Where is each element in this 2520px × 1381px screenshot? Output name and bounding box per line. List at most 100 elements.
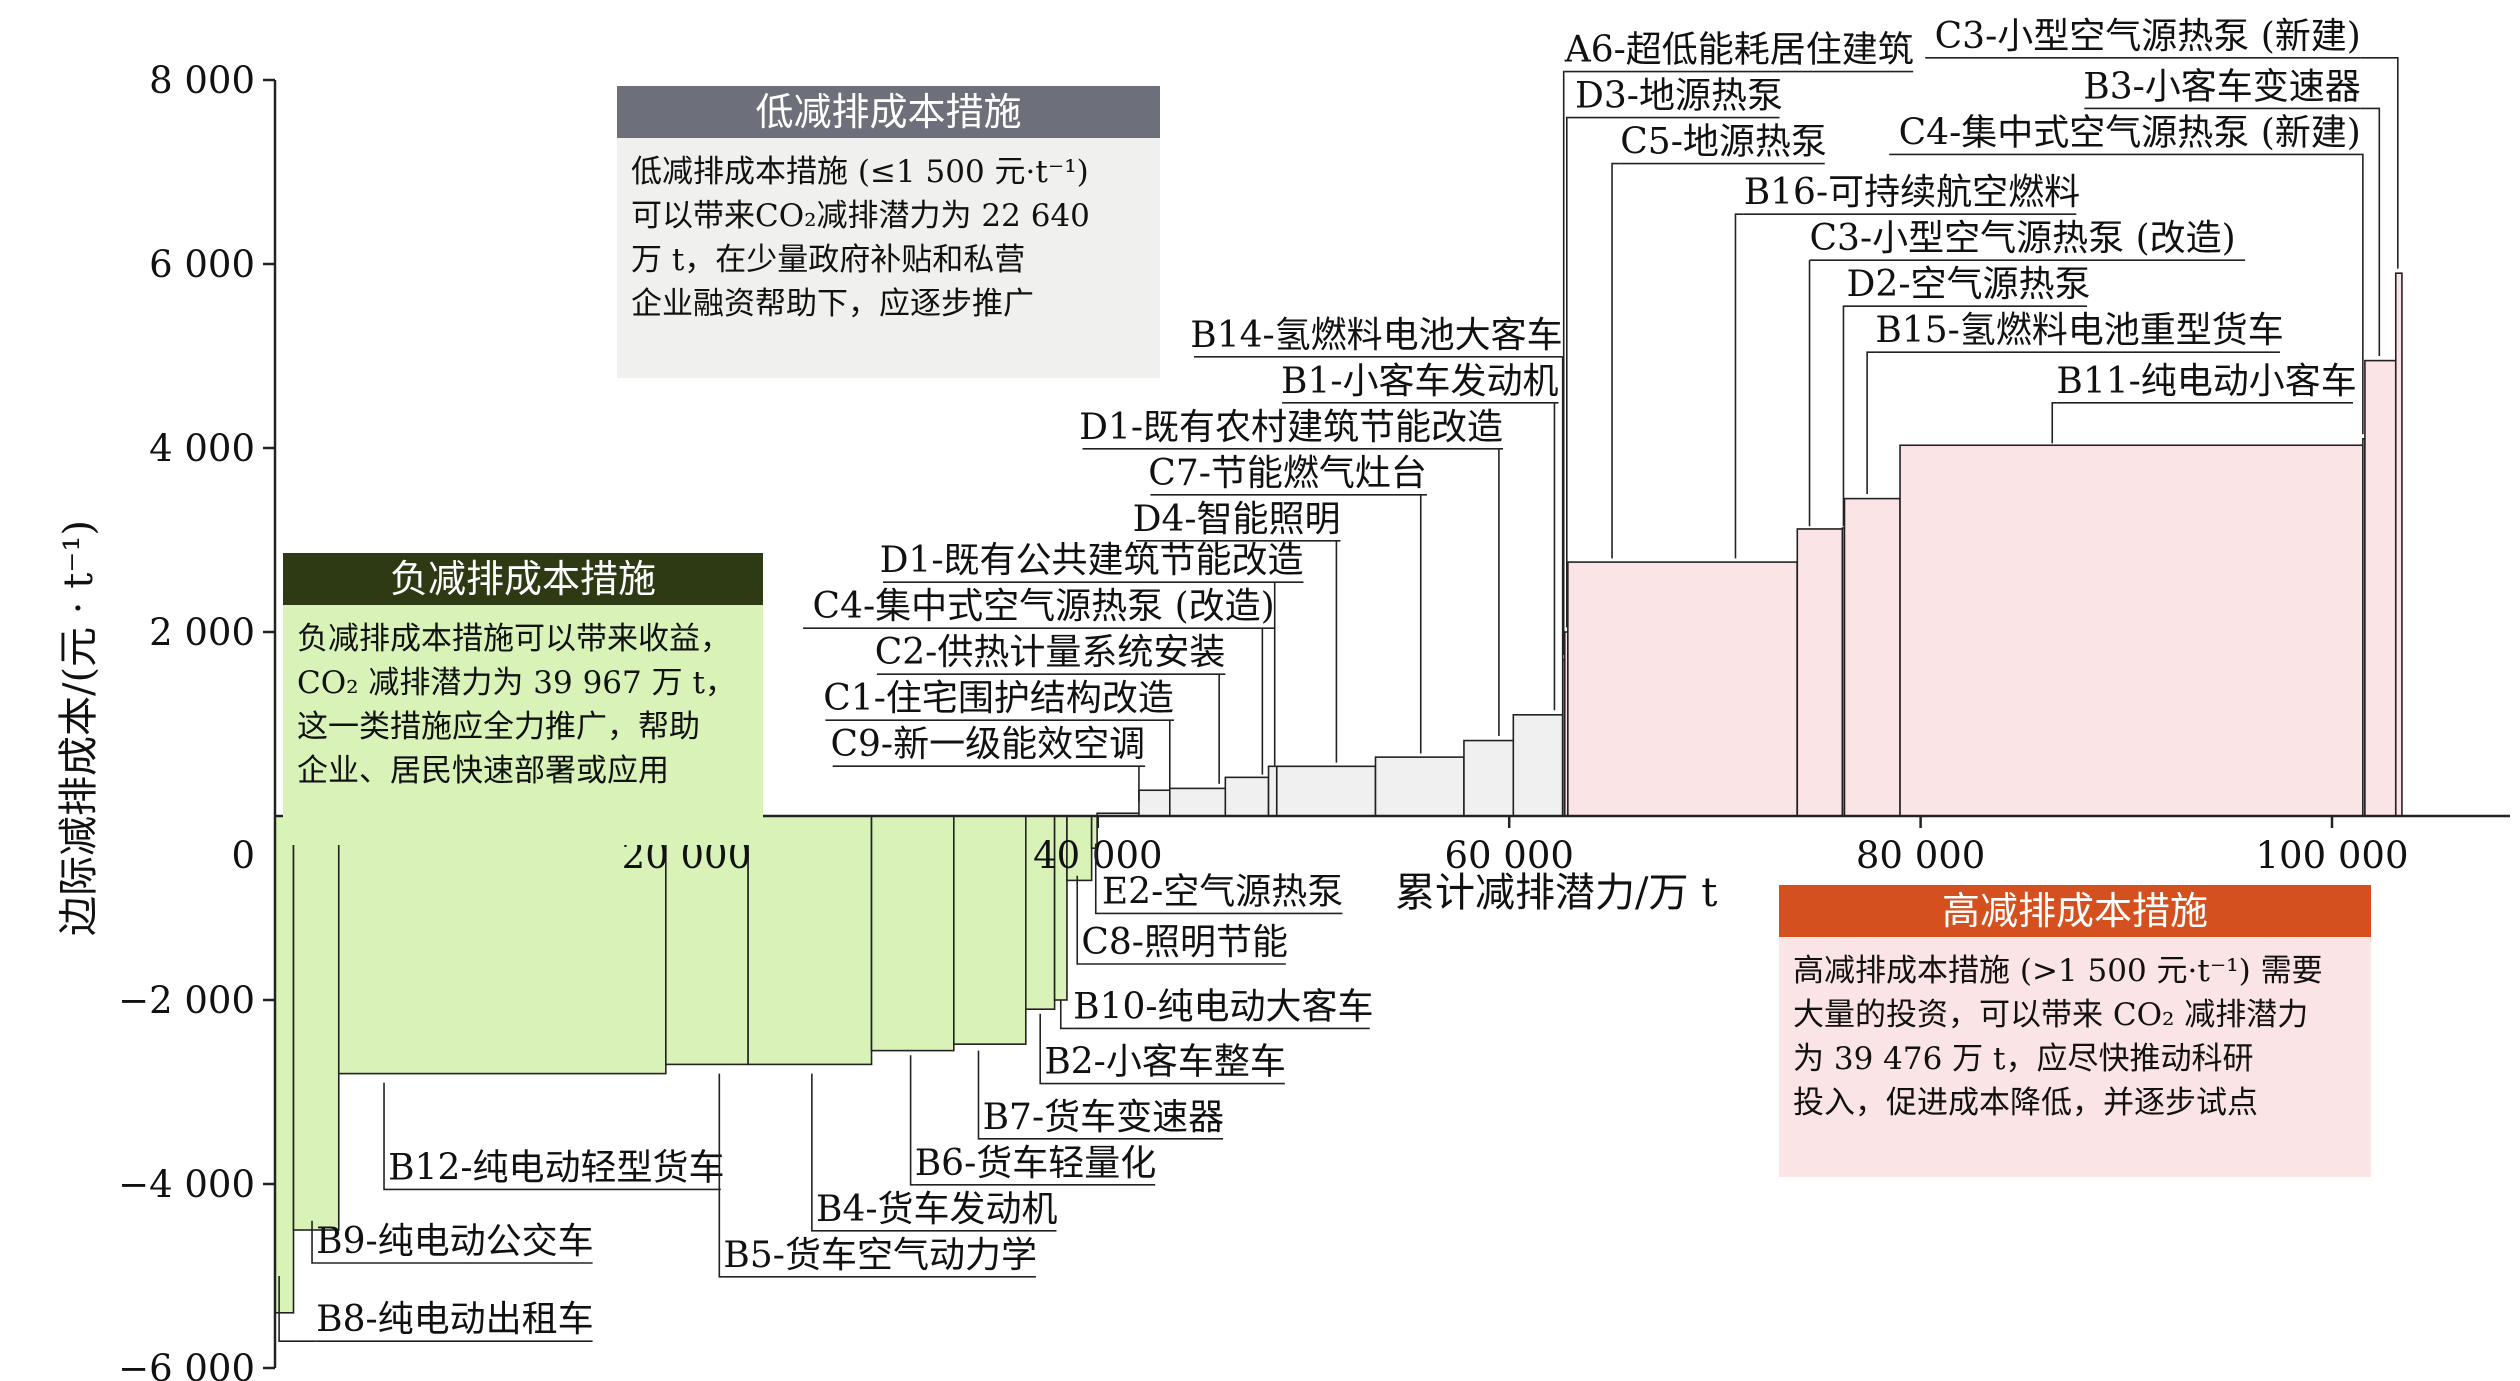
annotation: C1-住宅围护结构改造	[823, 678, 1174, 789]
annotation: B16-可持续航空燃料	[1734, 172, 2080, 559]
annotation-leader	[2051, 401, 2057, 444]
high-note-body-line: 大量的投资，可以带来 CO₂ 减排潜力	[1793, 997, 2308, 1033]
bar	[665, 815, 749, 1066]
annotation: A6-超低能耗居住建筑	[1562, 30, 1914, 655]
annotation: C7-节能燃气灶台	[1148, 453, 1427, 754]
negative-note-body-bg	[283, 605, 763, 845]
annotation: C3-小型空气源热泵 (新建)	[1925, 16, 2399, 269]
annotation-leader	[811, 1073, 816, 1232]
y-tick-label: 8 000	[149, 59, 255, 102]
bar	[1025, 815, 1056, 1010]
annotation-leader	[1734, 213, 1744, 559]
annotation-leader	[311, 1220, 317, 1264]
y-axis-title: 边际减排成本/(元 · t⁻¹)	[56, 520, 102, 936]
high-note-title-bg	[1779, 885, 2371, 937]
annotation-label: D4-智能照明	[1133, 499, 1341, 540]
low-note-body-line: 企业融资帮助下，应逐步推广	[631, 286, 1034, 322]
annotation-label: C3-小型空气源热泵 (改造)	[1810, 218, 2236, 259]
annotation: B7-货车变速器	[977, 1050, 1225, 1140]
negative-note-body-line: 这一类措施应全力推广，帮助	[297, 709, 700, 745]
annotation: D1-既有农村建筑节能改造	[1079, 407, 1504, 736]
annotation-leader	[1562, 70, 1565, 655]
bar	[2364, 359, 2397, 817]
annotation-label: B11-纯电动小客车	[2056, 361, 2356, 402]
annotation: D2-空气源热泵	[1842, 264, 2090, 527]
annotation-leader	[2360, 153, 2364, 435]
bar	[747, 815, 873, 1066]
low-note-title: 低减排成本措施	[755, 90, 1021, 134]
high-note-body-bg	[1779, 937, 2371, 1177]
y-tick-label: −4 000	[118, 1163, 255, 1206]
annotation-label: B1-小客车发动机	[1281, 361, 1559, 402]
annotation: C4-集中式空气源热泵 (改造)	[803, 586, 1275, 775]
bar	[1275, 765, 1377, 817]
low-note-body-line: 低减排成本措施 (≤1 500 元·t⁻¹)	[631, 154, 1089, 190]
bar	[1796, 528, 1844, 817]
annotation-leader	[2360, 56, 2399, 269]
bar	[1066, 815, 1093, 882]
annotation: C4-集中式空气源热泵 (新建)	[1889, 112, 2364, 435]
annotation: C5-地源热泵	[1611, 122, 1827, 559]
annotation: D4-智能照明	[1133, 499, 1341, 763]
negative-note-body-line: 负减排成本措施可以带来收益，	[297, 621, 731, 657]
bar	[274, 815, 295, 1314]
annotation-label: C7-节能燃气灶台	[1148, 453, 1427, 494]
annotation-leader	[1866, 351, 1876, 494]
negative-note-body-line: CO₂ 减排潜力为 39 967 万 t，	[297, 665, 736, 701]
annotation: B2-小客车整车	[1039, 1013, 1286, 1085]
annotation-leader	[718, 1073, 724, 1278]
annotation-leader	[1059, 1000, 1074, 1030]
bar	[1512, 713, 1564, 817]
x-tick-label: 40 000	[1033, 834, 1162, 877]
bar	[870, 815, 955, 1052]
annotation-leader	[909, 1055, 915, 1186]
annotation-label: C4-集中式空气源热泵 (新建)	[1899, 112, 2361, 153]
bar	[953, 815, 1027, 1045]
bar	[1463, 739, 1515, 817]
annotation-leader	[1565, 116, 1576, 628]
annotation-leader	[1076, 875, 1082, 965]
annotation: B12-纯电动轻型货车	[383, 1082, 725, 1191]
annotation-label: B2-小客车整车	[1044, 1042, 1286, 1083]
x-axis-title: 累计减排潜力/万 t	[1395, 870, 1717, 916]
annotation: C2-供热计量系统安装	[875, 632, 1226, 784]
annotation: B6-货车轻量化	[909, 1055, 1156, 1186]
annotation-label: C9-新一级能效空调	[830, 724, 1145, 765]
annotation-leader	[1039, 1013, 1045, 1085]
negative-note-title-bg	[283, 553, 763, 605]
x-tick-label: 80 000	[1856, 834, 1985, 877]
annotation-leader	[278, 1276, 317, 1342]
annotation: B14-氢燃料电池大客车	[1190, 315, 1564, 683]
annotation: B5-货车空气动力学	[718, 1073, 1037, 1278]
annotation-label: D1-既有公共建筑节能改造	[880, 540, 1304, 581]
annotation: D3-地源热泵	[1565, 76, 1783, 628]
annotation-label: C3-小型空气源热泵 (新建)	[1935, 16, 2361, 57]
annotation-label: B16-可持续航空燃料	[1744, 172, 2080, 213]
bar	[1224, 776, 1270, 817]
annotation: C8-照明节能	[1076, 875, 1288, 965]
low-note-body-line: 万 t，在少量政府补贴和私营	[631, 242, 1025, 278]
annotation-label: E2-空气源热泵	[1102, 871, 1343, 912]
bar	[1567, 561, 1798, 817]
annotation-leader	[1842, 305, 1847, 527]
annotation-leader	[1611, 162, 1621, 559]
annotation-label: B3-小客车变速器	[2083, 66, 2361, 107]
annotation-label: B15-氢燃料电池重型货车	[1875, 310, 2283, 351]
annotation-label: C1-住宅围护结构改造	[823, 678, 1174, 719]
annotation-label: A6-超低能耗居住建筑	[1564, 30, 1914, 71]
annotation-label: C5-地源热泵	[1620, 122, 1827, 163]
annotation-label: C8-照明节能	[1081, 922, 1288, 963]
high-note-title: 高减排成本措施	[1942, 889, 2208, 933]
y-tick-label: 6 000	[149, 243, 255, 286]
annotation-label: B8-纯电动出租车	[316, 1299, 594, 1340]
y-tick-label: 4 000	[149, 427, 255, 470]
high-note-body-line: 投入，促进成本降低，并逐步试点	[1793, 1085, 2258, 1121]
x-tick-label: 60 000	[1444, 834, 1573, 877]
annotation-label: D1-既有农村建筑节能改造	[1079, 407, 1503, 448]
annotation-label: B7-货车变速器	[983, 1097, 1225, 1138]
annotation-leader	[977, 1050, 983, 1140]
high-note-body-line: 为 39 476 万 t，应尽快推动科研	[1793, 1041, 2254, 1077]
annotation-label: B12-纯电动轻型货车	[388, 1147, 724, 1188]
